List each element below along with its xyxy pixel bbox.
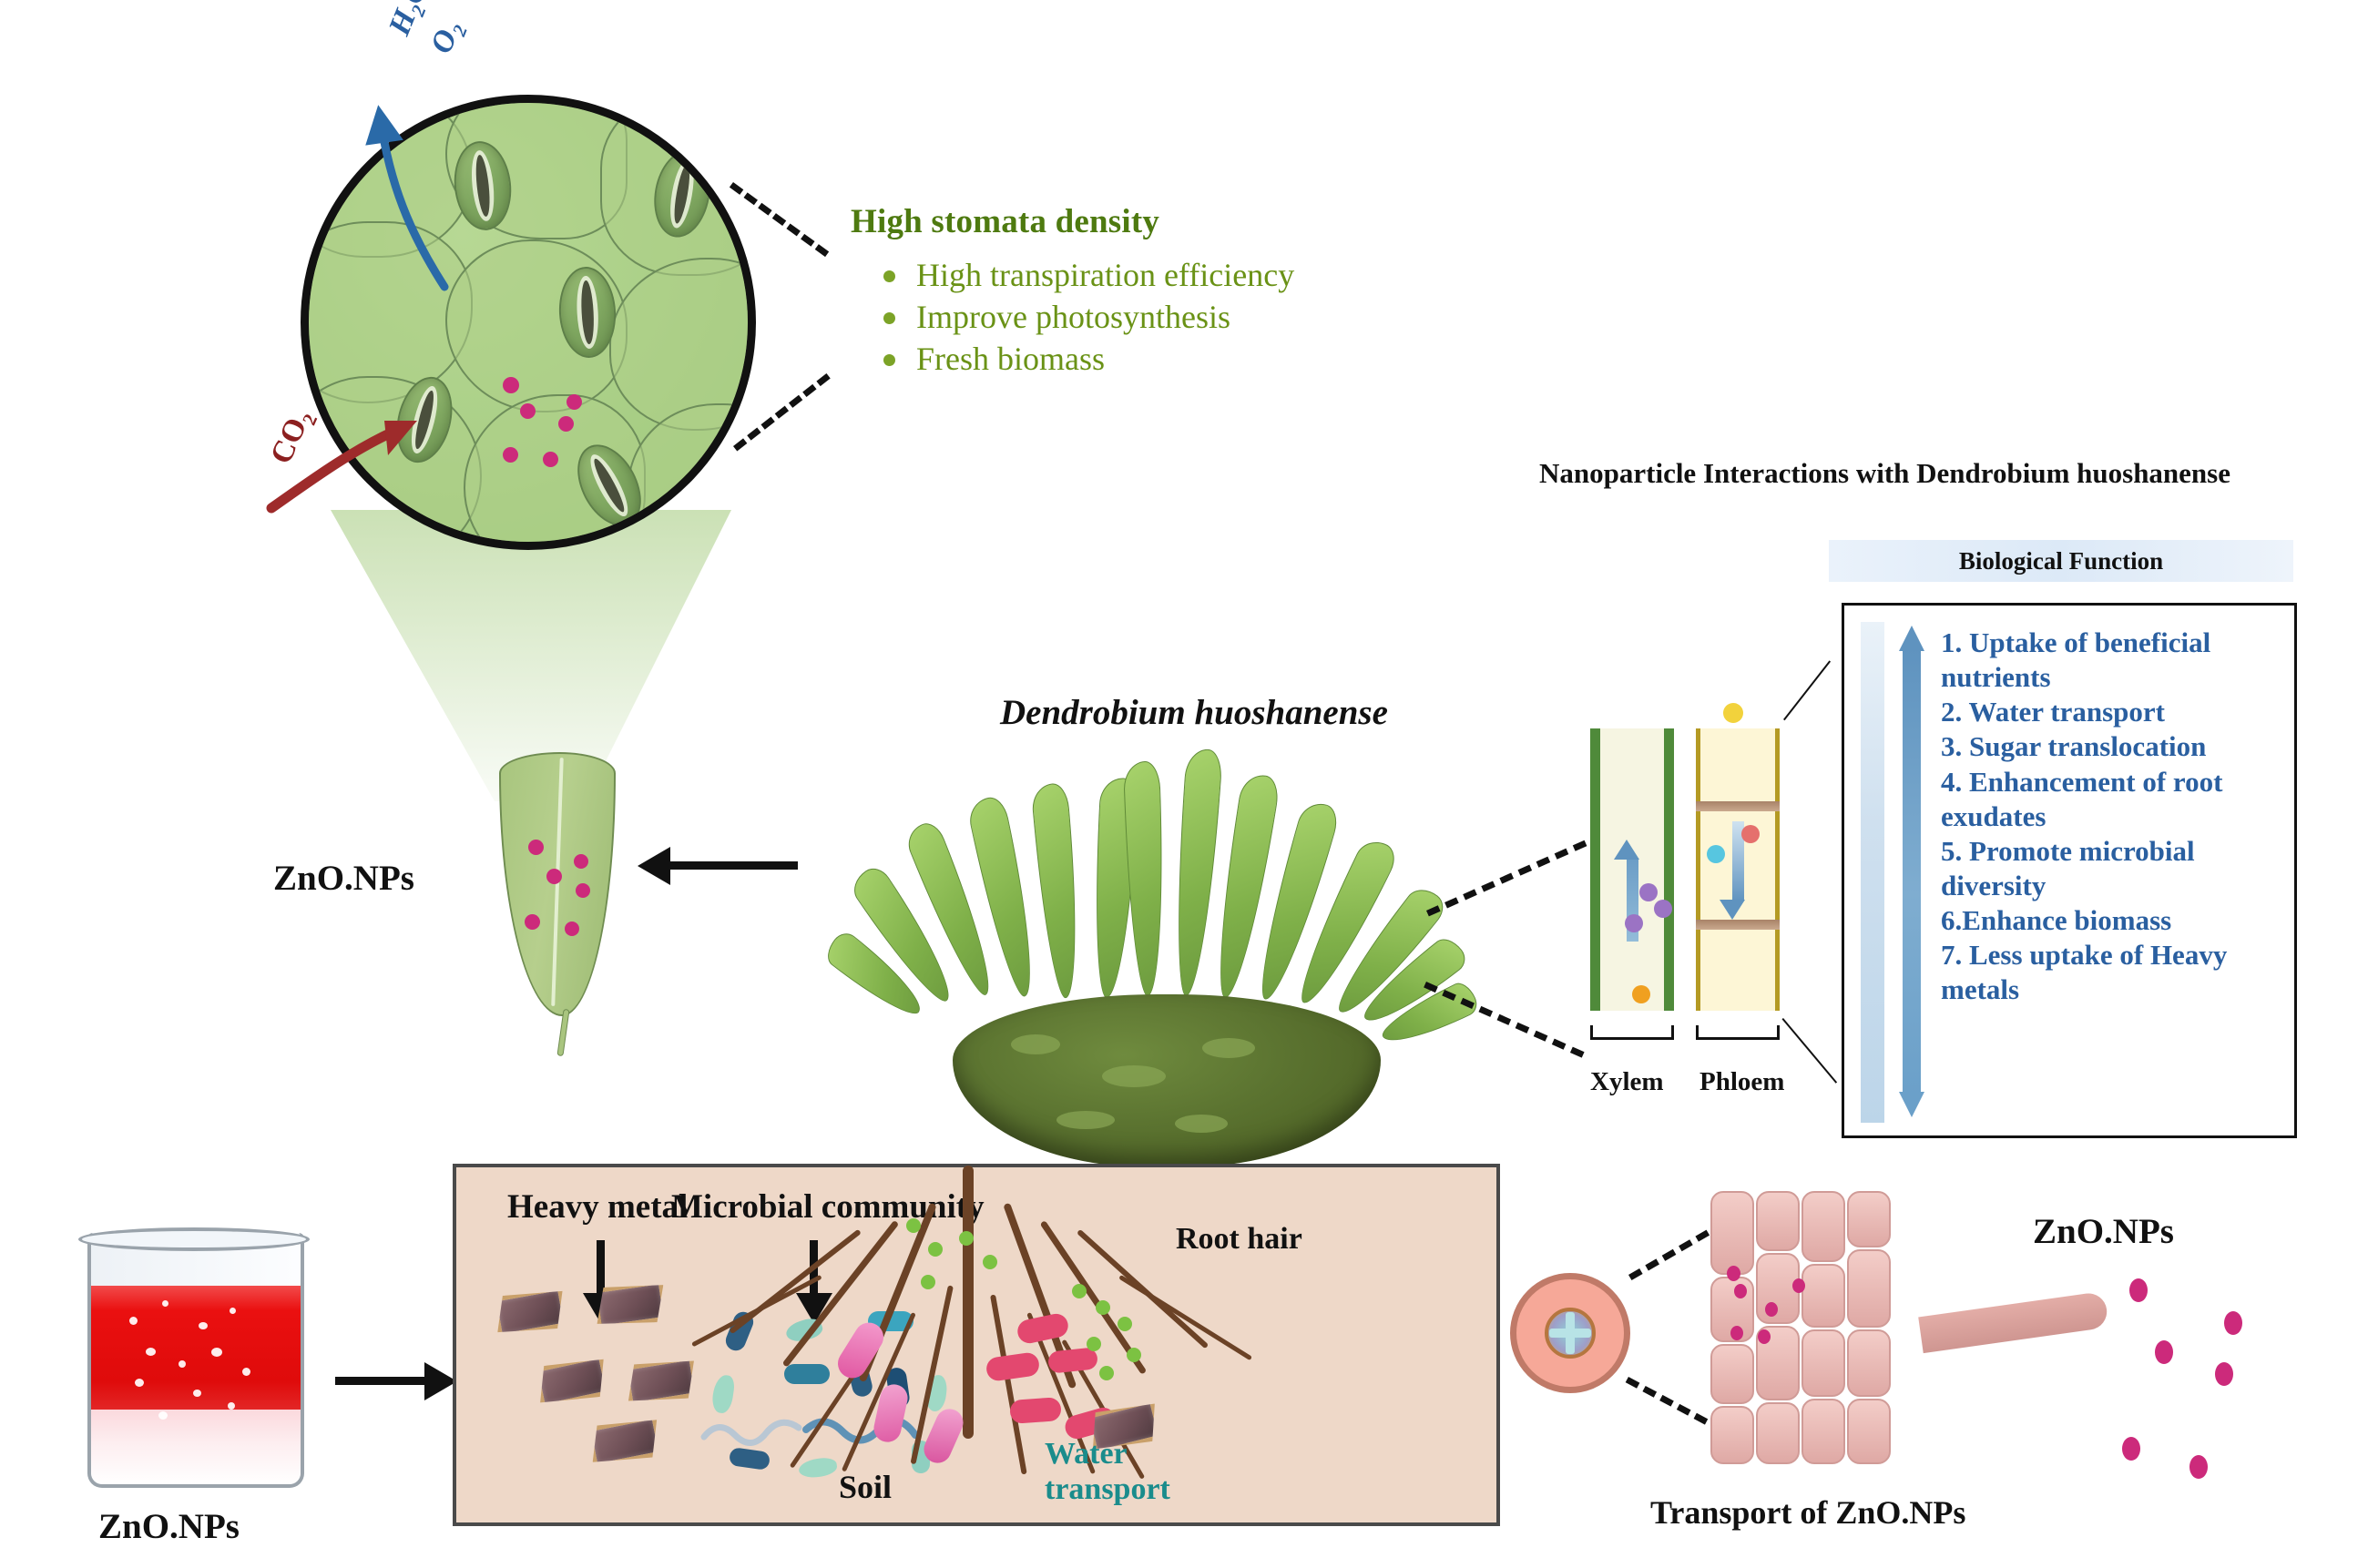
nanoparticle-dot	[566, 394, 582, 410]
root-bacterium	[1046, 1347, 1099, 1374]
phloem-label: Phloem	[1699, 1067, 1785, 1096]
beaker-illustration	[78, 1227, 310, 1488]
heavy-metal-label: Heavy metal	[507, 1188, 689, 1226]
nanoparticle-dot	[2122, 1437, 2140, 1461]
heavy-metal-particle	[492, 1286, 569, 1339]
nanoparticle-purple	[1639, 883, 1658, 901]
list-item: 2. Water transport	[1941, 696, 2165, 728]
biological-function-header: Biological Function	[1829, 540, 2293, 582]
arrow-beaker-to-soil-shaft	[335, 1377, 430, 1385]
arrow-to-leaf-shaft	[670, 861, 798, 870]
root-hair-tube	[1918, 1290, 2109, 1354]
nanoparticle-dot	[558, 416, 574, 432]
gradient-bar	[1861, 622, 1884, 1123]
xylem-label: Xylem	[1590, 1067, 1664, 1096]
leaf-znonps-label: ZnO.NPs	[273, 859, 414, 898]
soil-label: Soil	[839, 1469, 893, 1505]
nanoparticle-dot	[2224, 1311, 2242, 1335]
nanoparticle-dot	[543, 452, 558, 467]
nanoparticle-red	[1741, 825, 1760, 843]
bacterium	[710, 1373, 736, 1415]
transport-znonps-label: ZnO.NPs	[2033, 1212, 2174, 1251]
nanoparticle-dot	[1734, 1284, 1747, 1298]
co2-in-arrow	[266, 421, 417, 514]
list-item: High transpiration efficiency	[876, 254, 1470, 296]
bacterium	[797, 1456, 839, 1480]
list-item: 7. Less uptake of Heavy metals	[1941, 939, 2228, 1006]
root-bacterium	[1009, 1397, 1062, 1424]
nanoparticle-orange	[1632, 985, 1650, 1003]
list-item: Improve photosynthesis	[876, 296, 1470, 338]
stomata-text-block: High stomata density High transpiration …	[851, 202, 1470, 380]
nanoparticle-dot	[520, 403, 536, 419]
root-hair-label-text: Root hair	[1176, 1222, 1302, 1256]
spirillum	[700, 1419, 802, 1446]
root-hair-label: Root hair	[1176, 1222, 1302, 1257]
nanoparticle-dot	[503, 377, 519, 393]
nanoparticle-dot	[1792, 1278, 1805, 1293]
list-item: 5. Promote microbial diversity	[1941, 834, 2195, 901]
nanoparticle-dot	[2215, 1362, 2233, 1386]
nanoparticle-dot	[2189, 1455, 2208, 1479]
list-item: 6.Enhance biomass	[1941, 904, 2172, 936]
bacterium	[728, 1447, 771, 1471]
arrow-beaker-to-soil-head	[424, 1362, 457, 1400]
transport-caption: Transport of ZnO.NPs	[1650, 1494, 1966, 1531]
nanoparticle-dot	[1765, 1302, 1778, 1317]
nanoparticle-purple	[1625, 914, 1643, 932]
xylem-phloem-diagram	[1590, 703, 1785, 1011]
microbial-community-label: Microbial community	[671, 1188, 985, 1226]
species-label: Dendrobium huoshanense	[1000, 693, 1388, 732]
bacterium	[784, 1364, 830, 1384]
bidirectional-arrow-icon	[1899, 626, 1924, 1117]
heavy-metal-particle	[623, 1355, 699, 1408]
nanoparticle-yellow	[1723, 703, 1743, 723]
nanoparticle-dot	[1730, 1326, 1743, 1340]
root-bacterium	[919, 1404, 968, 1468]
heavy-metal-particle	[533, 1353, 611, 1409]
dashed-connector	[733, 372, 831, 452]
nanoparticle-dot	[1758, 1329, 1771, 1344]
epidermis-cell-block	[1710, 1191, 1927, 1464]
root-cross-section	[1510, 1273, 1630, 1393]
biological-function-header-text: Biological Function	[1958, 546, 2164, 575]
gas-out-arrow	[365, 105, 449, 291]
water-transport-label-text: Water transport	[1045, 1437, 1170, 1506]
soil-panel: Heavy metal Microbial community	[453, 1164, 1500, 1526]
o2-label: O2	[424, 22, 472, 58]
root-bacterium	[985, 1351, 1041, 1382]
figure-title-right: Nanoparticle Interactions with Dendrobiu…	[1539, 457, 2231, 489]
nanoparticle-dot	[2129, 1278, 2148, 1302]
phloem-brace	[1696, 1025, 1780, 1040]
stomata-magnified-circle	[301, 95, 756, 550]
water-transport-label: Water transport	[1045, 1437, 1227, 1508]
heavy-metal-arrow-shaft	[597, 1240, 605, 1297]
nanoparticle-cyan	[1707, 845, 1725, 863]
list-item: Fresh biomass	[876, 338, 1470, 380]
beaker-znonps-label: ZnO.NPs	[98, 1507, 240, 1546]
biological-function-list: 1. Uptake of beneficial nutrients 2. Wat…	[1941, 626, 2283, 1007]
stomata-heading: High stomata density	[851, 203, 1160, 240]
xylem-brace	[1590, 1025, 1674, 1040]
nanoparticle-purple	[1654, 900, 1672, 918]
biological-function-box: 1. Uptake of beneficial nutrients 2. Wat…	[1842, 603, 2297, 1138]
nanoparticle-dot	[2155, 1340, 2173, 1364]
arrow-to-leaf-head	[638, 847, 670, 885]
list-item: 4. Enhancement of root exudates	[1941, 765, 2223, 832]
nanoparticle-dot	[1727, 1266, 1740, 1281]
heavy-metal-particle	[586, 1414, 663, 1469]
nanoparticle-dot	[503, 447, 518, 463]
leader-line	[1781, 1018, 1838, 1084]
leaf-illustration	[499, 752, 616, 1057]
leader-line	[1783, 660, 1832, 721]
orchid-plant-illustration	[821, 747, 1482, 1184]
list-item: 3. Sugar translocation	[1941, 730, 2207, 763]
stomata-bullet-list: High transpiration efficiency Improve ph…	[876, 254, 1470, 380]
list-item: 1. Uptake of beneficial nutrients	[1941, 626, 2211, 694]
